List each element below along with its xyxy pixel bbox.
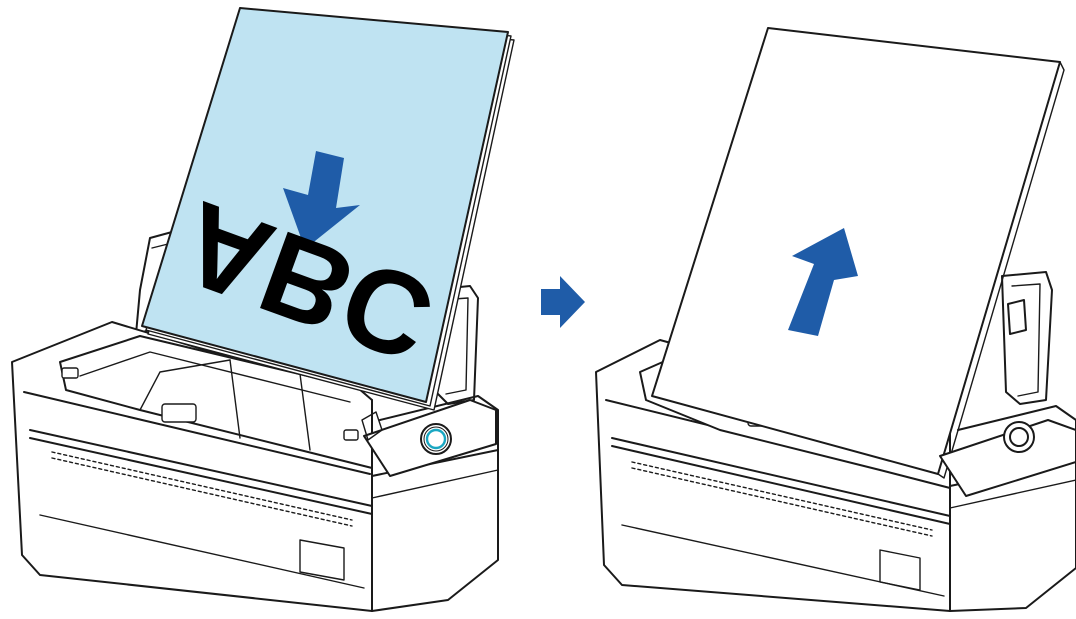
right-document bbox=[652, 28, 1064, 478]
left-scanner: ABC bbox=[12, 8, 514, 611]
right-scanner bbox=[596, 28, 1076, 611]
left-control-panel bbox=[364, 400, 496, 476]
power-button-icon-right[interactable] bbox=[1004, 422, 1034, 452]
power-button-icon[interactable] bbox=[421, 424, 451, 454]
right-side-guide bbox=[1002, 272, 1052, 404]
arrow-right-icon bbox=[541, 276, 585, 328]
